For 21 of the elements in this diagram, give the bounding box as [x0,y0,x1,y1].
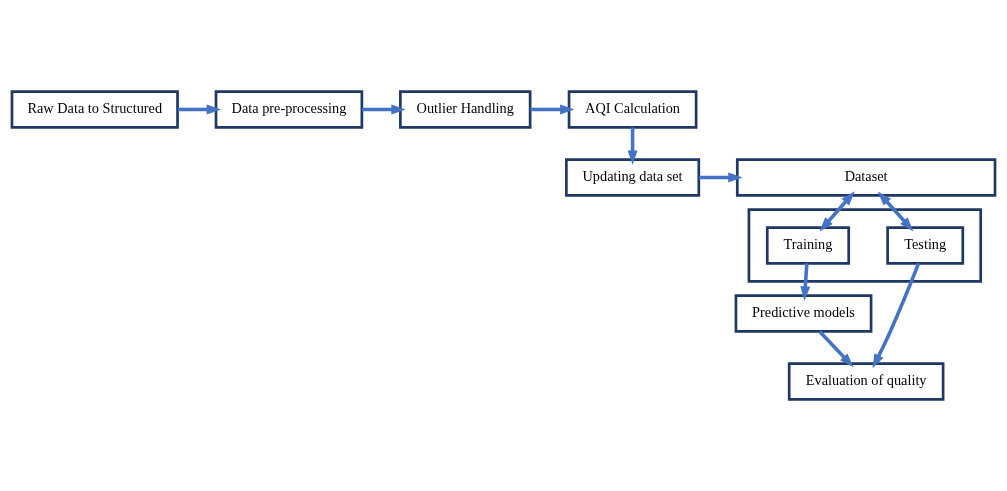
node-box: Testing [886,226,965,265]
node-box: Dataset [735,158,997,197]
arrow [877,191,914,232]
arrow [361,104,406,115]
arrow [627,127,638,165]
node-box: Evaluation of quality [787,362,945,401]
arrow [872,262,921,369]
node-box: Data pre-processing [214,90,364,129]
node-box: Outlier Handling [399,90,532,129]
arrow [698,172,743,183]
arrow [800,263,811,301]
arrow [819,191,855,232]
node-box: Training [765,226,851,265]
node-box: Predictive models [734,294,873,333]
node-box: Raw Data to Structured [10,90,179,129]
arrow [177,104,221,115]
node-box: AQI Calculation [567,90,698,129]
arrow [818,330,854,368]
node-box: Updating data set [565,158,701,197]
arrow [530,104,575,115]
cluster [747,208,983,283]
